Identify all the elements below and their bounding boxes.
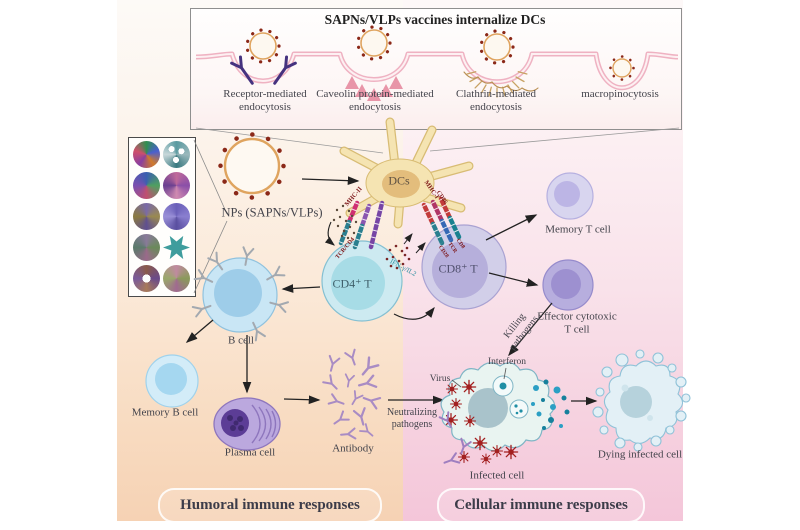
memory-t-label: Memory T cell <box>545 223 611 236</box>
mechanism-label-clathrin: Clathrin-mediated endocytosis <box>455 88 537 114</box>
nanoparticle-thumbnail <box>163 141 190 168</box>
infected-label: Infected cell <box>469 469 525 482</box>
clathrin-coat <box>463 71 539 98</box>
nanoparticle-thumbnail <box>133 203 160 230</box>
dying-infected-cell <box>592 349 691 452</box>
interferon-label: Interferon <box>488 357 526 368</box>
nanoparticle-gallery <box>128 137 196 297</box>
cytokine-dots-left <box>332 204 358 240</box>
cd8-label: CD8⁺ T <box>438 261 478 276</box>
nanoparticle-thumbnail <box>133 141 160 168</box>
panel-nanoparticles <box>245 25 635 81</box>
np-vaccine-particle <box>218 132 286 200</box>
nanoparticle-thumbnail <box>163 172 190 199</box>
cd4-label: CD4⁺ T <box>332 276 372 291</box>
nanoparticle-thumbnail <box>133 172 160 199</box>
nanoparticle-thumbnail <box>133 234 160 261</box>
humoral-arrows <box>185 284 445 405</box>
nanoparticle-thumbnail <box>163 265 190 292</box>
cellular-footer-text: Cellular immune responses <box>454 497 628 513</box>
panel-title: SAPNs/VLPs vaccines internalize DCs <box>324 11 546 27</box>
interferon-dots <box>531 379 570 430</box>
memory-t-cell <box>546 172 594 220</box>
receptor-pins <box>230 55 297 85</box>
cell-membrane <box>195 51 679 91</box>
plasma-cell <box>213 397 281 451</box>
mechanism-label-caveolin: Caveolin protein-mediated endocytosis <box>316 88 434 114</box>
effector-t-label: Effector cytotoxic T cell <box>537 310 617 336</box>
cellular-footer: Cellular immune responses <box>437 488 645 523</box>
effector-t-cell <box>542 259 594 311</box>
mechanism-label-receptor: Receptor-mediated endocytosis <box>223 88 307 114</box>
neutralizing-label: Neutralizing pathogens <box>387 406 437 430</box>
plasma-label: Plasma cell <box>224 446 276 459</box>
mechanism-label-macropinocytosis: macropinocytosis <box>581 88 659 100</box>
mhc1-tcr-synapse <box>421 196 462 246</box>
virus-label: Virus <box>429 374 451 385</box>
np-label: NPs (SAPNs/VLPs) <box>221 205 323 220</box>
b-cell <box>191 246 290 342</box>
np-to-dc-arrow <box>301 176 360 186</box>
humoral-footer: Humoral immune responses <box>158 488 382 523</box>
memory-b-cell <box>145 354 199 408</box>
gallery-callout-lines <box>193 139 228 294</box>
humoral-footer-text: Humoral immune responses <box>180 497 360 513</box>
cytokine-dots-center <box>385 244 411 270</box>
cd8-t-cell <box>421 224 507 310</box>
b-cell-label: B cell <box>228 334 254 347</box>
dying-label: Dying infected cell <box>597 448 683 461</box>
dc-label: DCs <box>388 173 410 188</box>
panel-callout-lines <box>195 127 680 154</box>
antibody-cluster <box>322 348 382 441</box>
nanoparticle-thumbnail <box>163 203 190 230</box>
caveolin-spikes <box>345 76 403 101</box>
cd4-t-cell <box>321 240 403 322</box>
signal-arrows <box>324 221 435 320</box>
antibody-label: Antibody <box>332 442 374 455</box>
mhc2-tcr-synapse <box>338 200 385 250</box>
nanoparticle-thumbnail <box>133 265 160 292</box>
memory-b-label: Memory B cell <box>131 406 199 419</box>
differentiation-arrows <box>485 214 553 357</box>
